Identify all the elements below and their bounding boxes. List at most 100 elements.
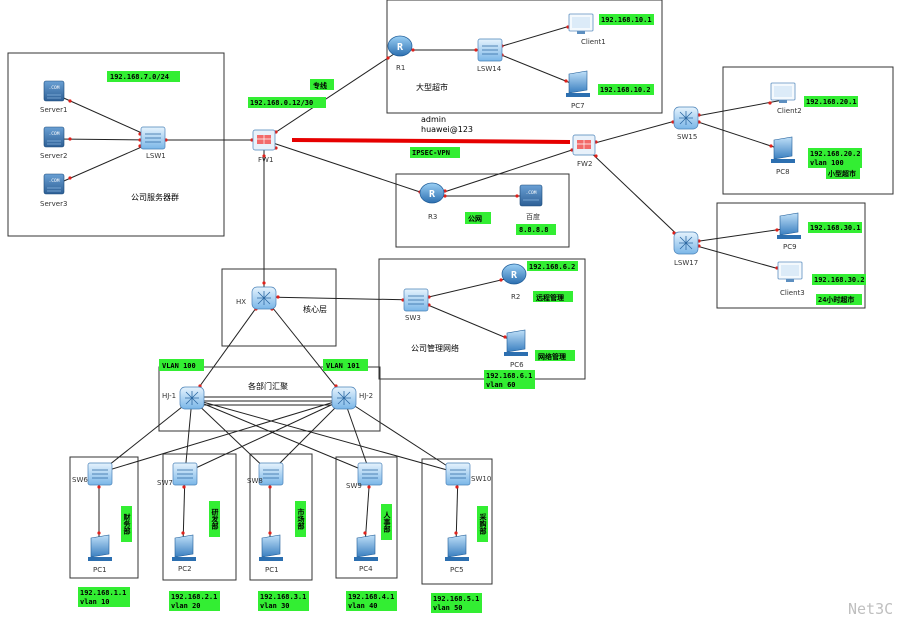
pc2-dept2-label: PC2	[178, 565, 192, 573]
r1-router[interactable]: R R1	[387, 35, 413, 72]
ip-label-pc8: 192.168.20.2	[810, 150, 861, 158]
link	[685, 242, 791, 273]
server-group-note: 公司服务器群	[131, 192, 179, 202]
link	[263, 49, 401, 141]
dedicated-line-label: 专线	[313, 81, 327, 90]
sw10[interactable]: SW10	[445, 462, 491, 486]
server-area-box	[7, 52, 225, 237]
pc7[interactable]: PC7	[566, 70, 590, 110]
client1[interactable]: Client1	[568, 13, 606, 46]
client3[interactable]: Client3	[777, 261, 805, 297]
sw6[interactable]: SW6	[72, 462, 113, 486]
server2[interactable]: .COM Server2	[40, 126, 67, 160]
baidu-label: 百度	[526, 212, 540, 221]
small-supermarket-box	[722, 66, 894, 195]
server3-label: Server3	[40, 200, 67, 208]
pc5-dept5[interactable]: PC5	[445, 534, 469, 574]
pc9[interactable]: PC9	[777, 212, 801, 251]
r3-router[interactable]: R R3	[419, 182, 445, 221]
r1-label: R1	[396, 64, 405, 72]
ip-label-client1: 192.168.10.1	[601, 16, 652, 24]
sw8[interactable]: SW8	[247, 462, 284, 486]
sw9[interactable]: SW9	[346, 462, 383, 490]
lsw17-switch[interactable]: LSW17	[673, 231, 699, 267]
vlan-label-pc6: vlan 60	[486, 381, 516, 389]
fw1-firewall[interactable]: FW1	[252, 129, 276, 164]
link	[415, 299, 517, 343]
sw3-label: SW3	[405, 314, 421, 322]
fw2-firewall[interactable]: FW2	[572, 134, 596, 168]
ip-label-dept4: 192.168.4.1	[348, 593, 394, 601]
svg-text:R: R	[429, 189, 436, 200]
dept2-box	[162, 453, 237, 581]
vlan-label-pc8: vlan 100	[810, 159, 844, 167]
admin-user-note: admin	[421, 115, 446, 124]
sw7[interactable]: SW7	[157, 462, 198, 487]
client3-label: Client3	[780, 289, 805, 297]
hx-core-switch[interactable]: HX	[236, 286, 277, 310]
ip-label-client3: 192.168.30.2	[814, 276, 865, 284]
link	[98, 398, 345, 474]
link	[263, 139, 433, 197]
client2[interactable]: Client2	[770, 82, 802, 115]
baidu-server[interactable]: .COM 百度	[519, 184, 543, 221]
server1-icon-text: .COM	[49, 85, 60, 91]
lsw1[interactable]: LSW1	[140, 126, 166, 160]
vlan-label-dept2: vlan 20	[171, 602, 201, 610]
sw15-switch[interactable]: SW15	[673, 106, 699, 141]
hx-label: HX	[236, 298, 246, 306]
lsw14[interactable]: LSW14	[477, 38, 503, 73]
link	[56, 138, 154, 141]
pc4-dept4[interactable]: PC4	[354, 534, 378, 573]
server1-label: Server1	[40, 106, 67, 114]
big-supermarket-box	[386, 0, 663, 114]
sw3[interactable]: SW3	[403, 288, 429, 322]
server2-icon-text: .COM	[49, 131, 60, 137]
link	[263, 296, 417, 301]
ip-label-dept5: 192.168.5.1	[433, 595, 479, 603]
svg-text:R: R	[511, 270, 518, 281]
dept4-label: 人事部	[383, 511, 392, 534]
link	[343, 398, 371, 474]
pc1-dept1[interactable]: PC1	[88, 534, 112, 574]
pc6[interactable]: PC6	[504, 329, 528, 369]
dept4-box	[335, 456, 398, 579]
r2-router[interactable]: R R2	[501, 263, 527, 301]
pc2-dept2[interactable]: PC2	[172, 534, 196, 573]
ip-label-r2: 192.168.6.2	[529, 263, 575, 271]
pc1-dept3[interactable]: PC1	[259, 534, 283, 574]
hj2-label: HJ-2	[359, 392, 373, 400]
small-supermarket-note: 小型超市	[827, 169, 856, 178]
core-layer-note: 核心层	[303, 304, 327, 314]
ip-label-dept2: 192.168.2.1	[171, 593, 217, 601]
link	[56, 94, 154, 139]
link	[263, 296, 345, 398]
r2-label: R2	[511, 293, 520, 301]
server1[interactable]: .COM Server1	[40, 80, 67, 114]
link	[415, 276, 515, 301]
client2-label: Client2	[777, 107, 802, 115]
public-net-box	[395, 173, 570, 248]
ipsec-vpn-label: IPSEC-VPN	[412, 149, 450, 157]
sw9-label: SW9	[346, 482, 362, 490]
link	[191, 398, 271, 474]
pc8-label: PC8	[776, 168, 790, 176]
server3-icon-text: .COM	[49, 178, 60, 184]
pc8[interactable]: PC8	[771, 136, 795, 176]
hj1-label: HJ-1	[162, 392, 176, 400]
sw6-label: SW6	[72, 476, 88, 484]
server3[interactable]: .COM Server3	[40, 173, 67, 208]
link	[98, 398, 193, 474]
pc5-dept5-label: PC5	[450, 566, 464, 574]
vlan100-label: VLAN 100	[162, 362, 196, 370]
dept3-box	[249, 453, 313, 581]
hj1-switch[interactable]: HJ-1	[162, 386, 205, 410]
pc7-label: PC7	[571, 102, 585, 110]
pc1-dept3-label: PC1	[265, 566, 279, 574]
vlan-label-dept4: vlan 40	[348, 602, 378, 610]
ip-label-pc7: 192.168.10.2	[600, 86, 651, 94]
hj2-switch[interactable]: HJ-2	[331, 386, 373, 410]
core-area-box	[221, 268, 337, 347]
dept1-box	[69, 456, 139, 579]
